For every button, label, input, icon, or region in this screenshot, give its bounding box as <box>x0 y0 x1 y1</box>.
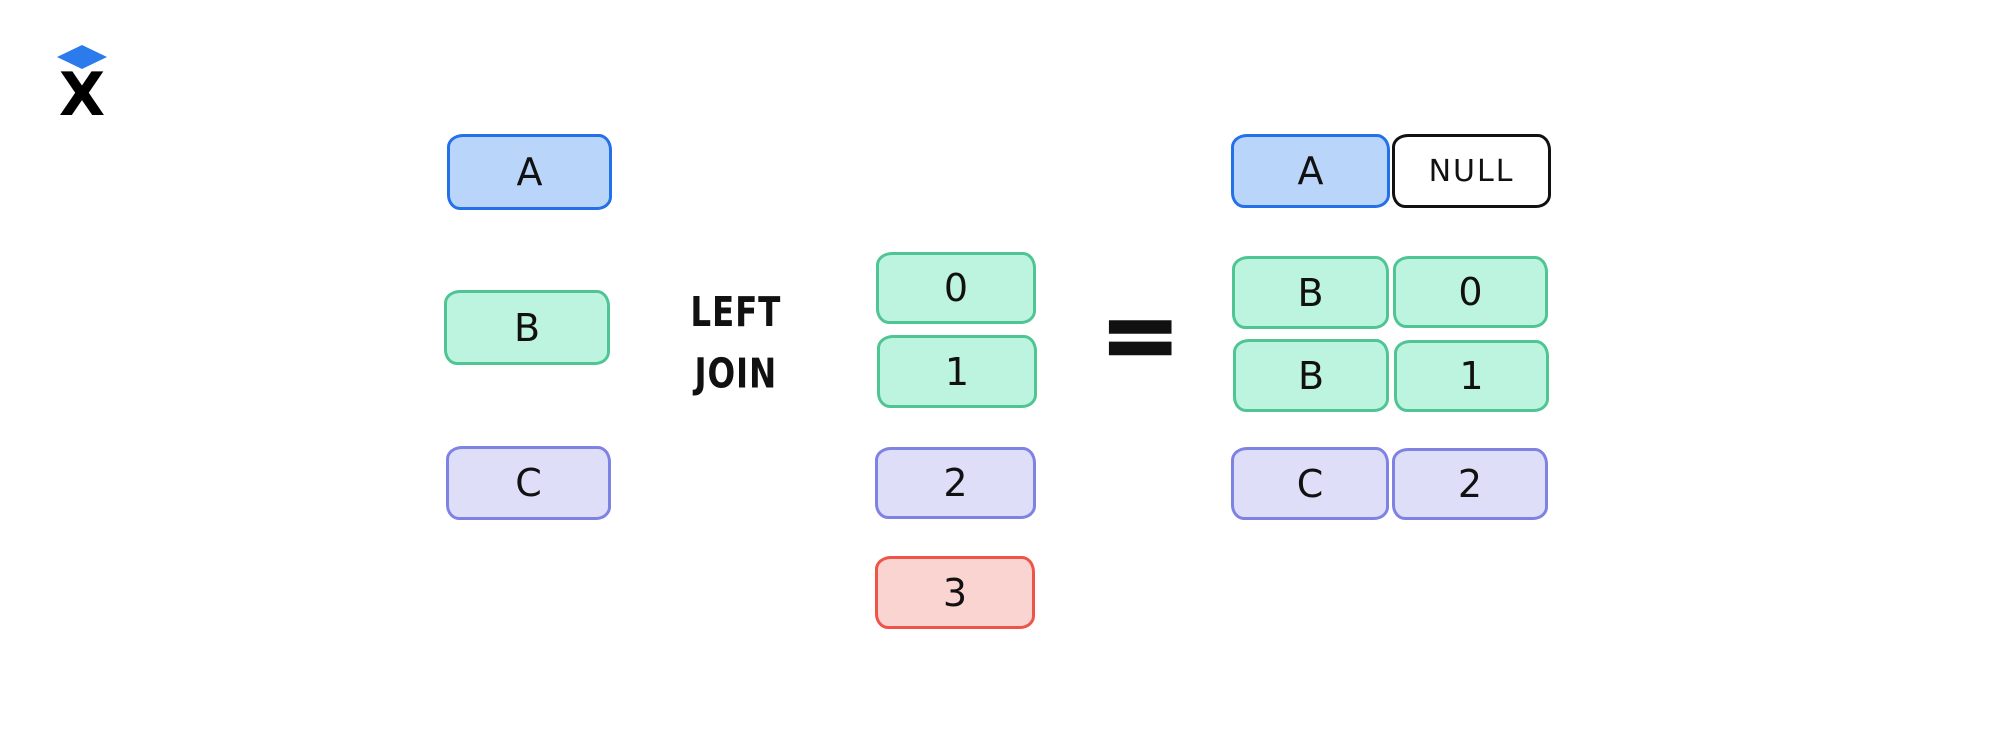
equals-sign: = <box>1099 279 1182 392</box>
join-operator-label: LEFT JOIN <box>683 282 789 404</box>
result-row-0-key: A <box>1231 134 1390 208</box>
right-table-cell-0: 0 <box>876 252 1036 324</box>
result-row-2-key: B <box>1233 339 1389 412</box>
result-row-3-value: 2 <box>1392 448 1548 520</box>
left-table-cell-c: C <box>446 446 611 520</box>
brand-logo: X <box>53 44 111 130</box>
right-table-cell-1: 1 <box>877 335 1037 408</box>
left-table-cell-b: B <box>444 290 610 365</box>
result-row-3-key: C <box>1231 447 1389 520</box>
right-table-cell-2: 2 <box>875 447 1036 519</box>
right-table-cell-3: 3 <box>875 556 1035 629</box>
result-row-0-value: NULL <box>1392 134 1551 208</box>
join-operator-line1: LEFT <box>690 288 782 336</box>
x-diamond-logo-icon: X <box>57 45 107 130</box>
left-table-cell-a: A <box>447 134 612 210</box>
result-row-1-value: 0 <box>1393 256 1548 328</box>
logo-letter: X <box>59 60 105 120</box>
join-operator-line2: JOIN <box>694 349 778 397</box>
result-row-1-key: B <box>1232 256 1389 329</box>
result-row-2-value: 1 <box>1394 340 1549 412</box>
logo-diamond-icon <box>57 45 107 69</box>
